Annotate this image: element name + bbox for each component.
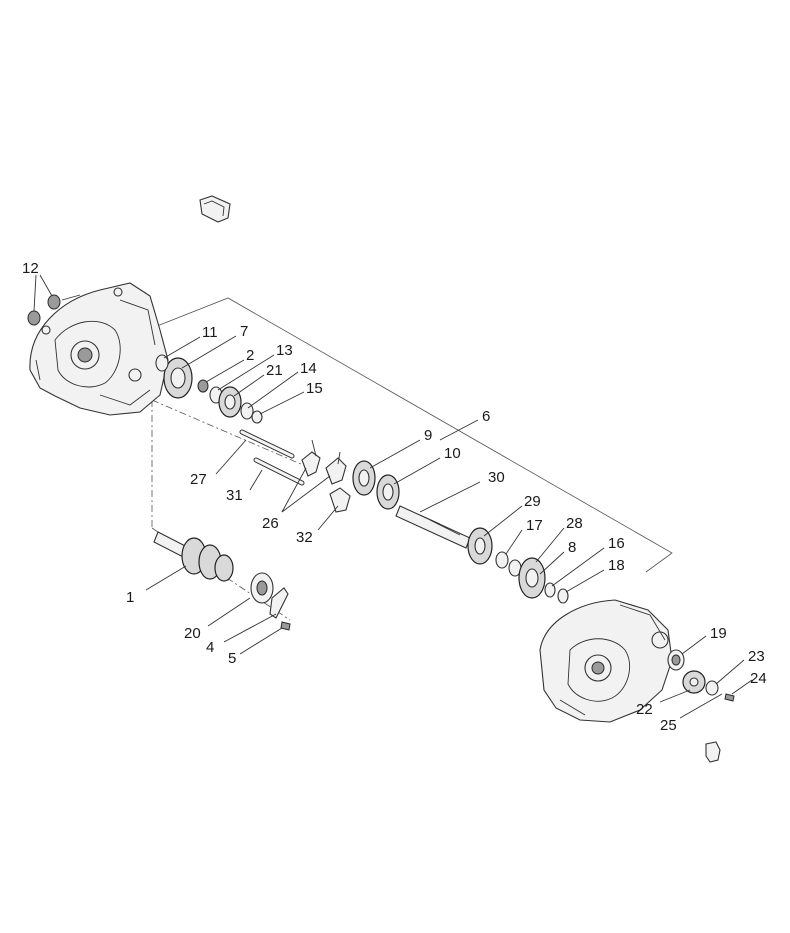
gears-9-10 — [352, 460, 400, 510]
label-5: 5 — [228, 650, 236, 667]
label-29: 29 — [524, 493, 541, 510]
label-32: 32 — [296, 529, 313, 546]
label-9: 9 — [424, 427, 432, 444]
gear-cluster-21 — [197, 379, 263, 424]
bushings-12 — [27, 294, 61, 326]
label-25: 25 — [660, 717, 677, 734]
label-7: 7 — [240, 323, 248, 340]
shaft-30 — [395, 505, 471, 549]
label-10: 10 — [444, 445, 461, 462]
gear-7 — [155, 354, 193, 399]
assembly-frame — [151, 297, 673, 621]
gear-29 — [467, 527, 493, 565]
part-labels: 12 11 7 2 13 21 14 15 6 9 10 30 29 17 28… — [22, 260, 767, 734]
shift-forks — [301, 439, 351, 513]
plate-4 — [269, 587, 289, 619]
label-13: 13 — [276, 342, 293, 359]
gearshaft-1 — [153, 531, 234, 582]
right-crankcase — [539, 599, 673, 723]
label-22: 22 — [636, 701, 653, 718]
label-21: 21 — [266, 362, 283, 379]
label-12: 12 — [22, 260, 39, 277]
label-18: 18 — [608, 557, 625, 574]
label-31: 31 — [226, 487, 243, 504]
label-20: 20 — [184, 625, 201, 642]
label-26: 26 — [262, 515, 279, 532]
label-8: 8 — [568, 539, 576, 556]
label-15: 15 — [306, 380, 323, 397]
label-1: 1 — [126, 589, 134, 606]
label-19: 19 — [710, 625, 727, 642]
left-crankcase — [29, 282, 169, 416]
manual-icon — [199, 195, 231, 223]
label-23: 23 — [748, 648, 765, 665]
bolt-bottom — [705, 741, 721, 763]
bearing-20 — [250, 572, 274, 604]
label-24: 24 — [750, 670, 767, 687]
label-6: 6 — [482, 408, 490, 425]
gear-28 — [518, 557, 569, 604]
sprocket-22 — [682, 670, 706, 694]
label-2: 2 — [246, 347, 254, 364]
leader-lines — [33, 274, 753, 719]
screw-5 — [280, 621, 291, 631]
label-30: 30 — [488, 469, 505, 486]
bolt-24 — [724, 693, 735, 702]
label-16: 16 — [608, 535, 625, 552]
shift-rods — [239, 429, 305, 486]
label-11: 11 — [202, 324, 218, 341]
washer-23 — [705, 680, 719, 696]
label-28: 28 — [566, 515, 583, 532]
label-4: 4 — [206, 639, 214, 656]
label-27: 27 — [190, 471, 207, 488]
label-14: 14 — [300, 360, 317, 377]
washer-17 — [495, 551, 522, 577]
seal-19 — [667, 649, 685, 671]
label-17: 17 — [526, 517, 543, 534]
